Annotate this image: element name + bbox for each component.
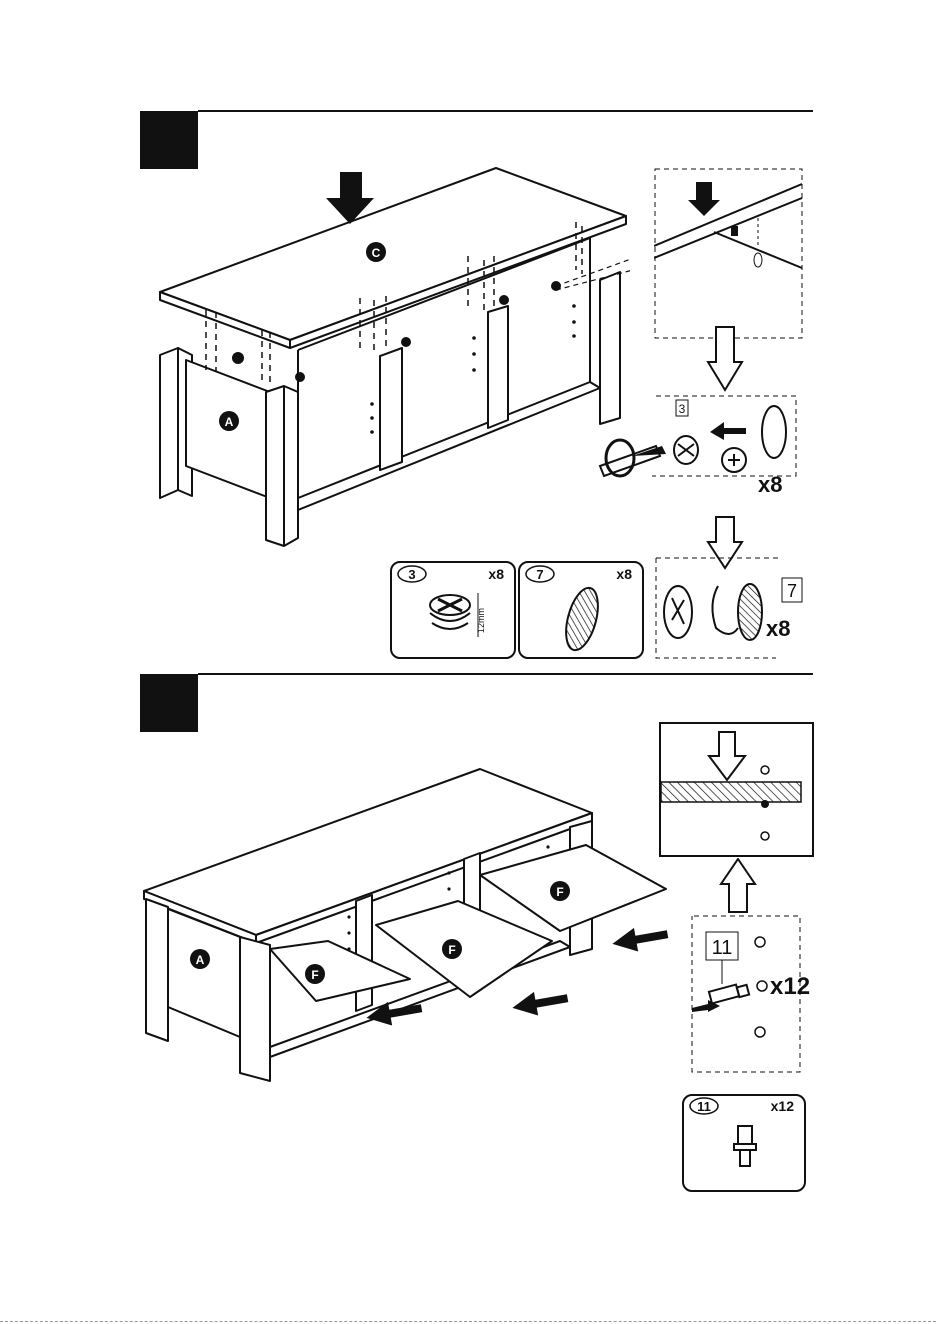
step-1-cap-count: x8 xyxy=(766,616,790,641)
cover-cap-icon xyxy=(738,584,762,640)
step-1-part-3-num: 3 xyxy=(408,567,415,582)
step-1-rule xyxy=(198,110,813,112)
arrow-up-icon xyxy=(719,858,757,914)
step-2-shelf-label-1: F xyxy=(311,968,318,982)
arrow-left-icon xyxy=(610,922,669,955)
step-2-part-11-count: x12 xyxy=(771,1098,795,1114)
cam-lock-icon xyxy=(674,436,698,464)
step-2-side-panel-label: A xyxy=(196,953,205,967)
cover-cap-icon xyxy=(560,584,604,653)
step-2-marker xyxy=(140,674,198,732)
step-2-detail-shelf xyxy=(659,722,815,858)
arrow-down-icon xyxy=(706,326,744,392)
step-1-cam-count: x8 xyxy=(758,472,782,497)
step-2-pin-count: x12 xyxy=(770,973,810,1000)
step-2-cabinet-illustration: A F F F xyxy=(140,765,670,1085)
step-2-shelf-label-3: F xyxy=(556,885,563,899)
step-1-part-box-7: 7 x8 xyxy=(518,561,644,659)
step-1-part-7-count: x8 xyxy=(616,566,632,582)
shelf-pin-icon xyxy=(734,1126,756,1166)
step-2-pin-part-tag: 11 xyxy=(712,937,733,959)
step-1-part-3-dim: 12mm xyxy=(476,608,486,633)
step-1-cap-detail: 7 x8 xyxy=(654,556,804,662)
step-1-part-3-count: x8 xyxy=(488,566,504,582)
step-1-cap-part-tag: 7 xyxy=(787,581,797,601)
step-1-detail-top xyxy=(654,168,804,340)
step-2-shelf-label-2: F xyxy=(448,943,455,957)
shelf-pin-icon xyxy=(709,985,749,1004)
step-1-part-box-3: 3 x8 12mm xyxy=(390,561,516,659)
step-1-part-7-num: 7 xyxy=(536,567,543,582)
step-2-pin-detail: 11 x12 xyxy=(672,912,822,1074)
step-2-rule xyxy=(198,673,813,675)
screwdriver-icon xyxy=(600,440,666,476)
step-2-part-box-11: 11 x12 xyxy=(682,1094,806,1192)
step-1-cam-part-tag: 3 xyxy=(679,402,686,416)
arrow-down-icon xyxy=(688,182,720,216)
cam-lock-icon xyxy=(430,595,470,629)
step-1-cabinet-illustration: C A xyxy=(150,160,630,550)
step-1-side-panel-label: A xyxy=(225,415,234,429)
arrow-left-icon xyxy=(710,422,746,440)
step-2-part-11-num: 11 xyxy=(697,1099,711,1114)
step-1-top-panel-label: C xyxy=(372,246,381,260)
arrow-left-icon xyxy=(510,986,569,1019)
step-1-cam-detail: 3 x8 xyxy=(596,392,806,498)
